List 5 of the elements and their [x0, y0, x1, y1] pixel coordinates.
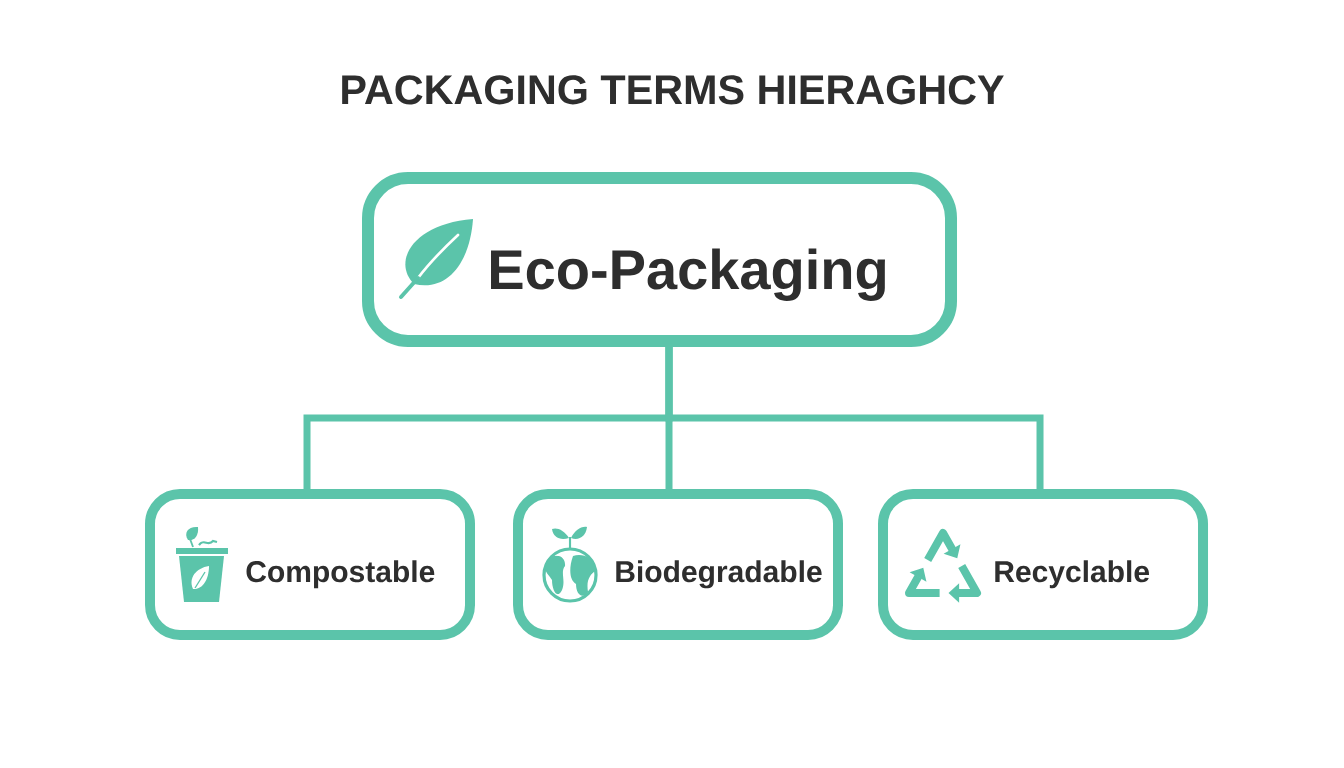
title: PACKAGING TERMS HIERAGHCY — [342, 75, 1004, 105]
term-box: Recyclable — [878, 489, 1208, 640]
term-box: Biodegradable — [513, 489, 843, 640]
root-box: Eco-Packaging — [362, 172, 957, 347]
term-box: Compostable — [145, 489, 475, 640]
